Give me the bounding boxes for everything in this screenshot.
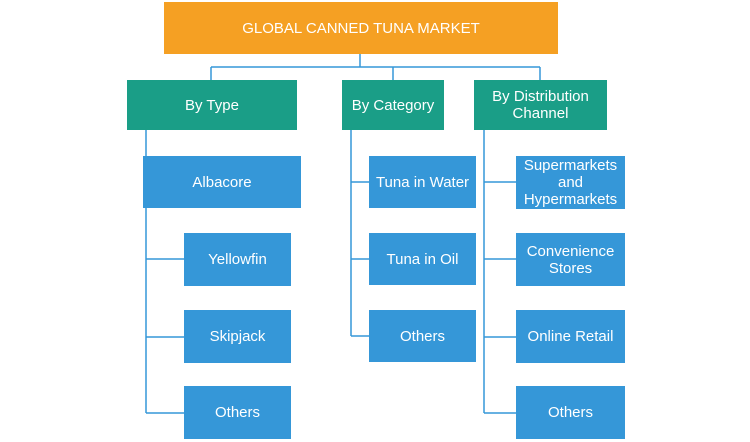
distribution-item-convenience-stores: Convenience Stores (516, 233, 625, 286)
category-by-type: By Type (127, 80, 297, 130)
category-by-category: By Category (342, 80, 444, 130)
type-item-skipjack: Skipjack (184, 310, 291, 363)
distribution-item-others: Others (516, 386, 625, 439)
category-by-distribution-channel: By Distribution Channel (474, 80, 607, 130)
type-item-others: Others (184, 386, 291, 439)
category-item-others: Others (369, 310, 476, 362)
root-title-box: GLOBAL CANNED TUNA MARKET (164, 2, 558, 54)
type-item-yellowfin: Yellowfin (184, 233, 291, 286)
type-item-albacore: Albacore (143, 156, 301, 208)
category-item-tuna-in-oil: Tuna in Oil (369, 233, 476, 285)
category-item-tuna-in-water: Tuna in Water (369, 156, 476, 208)
distribution-item-online-retail: Online Retail (516, 310, 625, 363)
distribution-item-supermarkets: Supermarkets and Hypermarkets (516, 156, 625, 209)
